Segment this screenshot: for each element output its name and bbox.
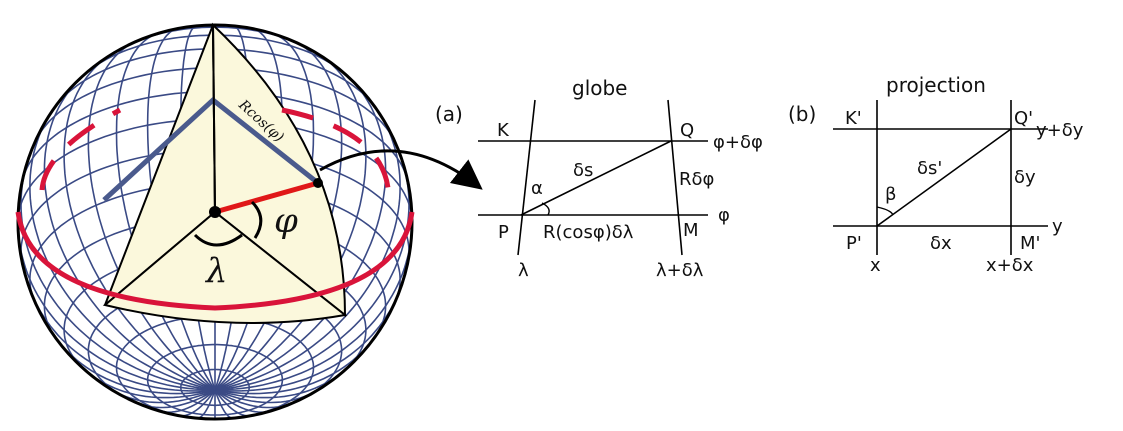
sector-bottom-face bbox=[102, 210, 348, 324]
meridian-gridline bbox=[214, 74, 387, 391]
label-x: x bbox=[870, 255, 881, 276]
sector-right-face bbox=[211, 22, 347, 318]
meridian-gridline bbox=[18, 216, 216, 391]
label-P: P bbox=[498, 222, 509, 243]
label-alpha: α bbox=[531, 178, 543, 199]
meridian-right bbox=[667, 99, 683, 256]
label-K-prime: K' bbox=[845, 108, 862, 129]
alpha-arc bbox=[541, 202, 550, 216]
meridian-left bbox=[517, 99, 536, 256]
label-dx: δx bbox=[930, 233, 952, 254]
meridian-gridline bbox=[214, 216, 412, 391]
panel-b-projection: (b) projection K' Q' y+δy δs' δy β y P' … bbox=[788, 73, 1084, 276]
label-lambda: λ bbox=[518, 260, 529, 281]
label-rdphi: Rδφ bbox=[679, 169, 714, 190]
label-ds: δs bbox=[573, 160, 593, 181]
center-point bbox=[209, 206, 221, 218]
connector-arrow bbox=[319, 149, 483, 190]
polar-axis bbox=[212, 24, 216, 213]
label-phi: φ bbox=[718, 205, 730, 226]
label-K: K bbox=[497, 120, 510, 141]
panel-a-globe: (a) globe K Q φ+δφ δs α Rδφ φ P R(cosφ)δ… bbox=[435, 76, 763, 281]
panel-a-tag: (a) bbox=[435, 102, 463, 126]
meridian-gridline bbox=[214, 54, 367, 391]
label-dy: δy bbox=[1014, 167, 1036, 188]
label-ds-prime: δs' bbox=[917, 158, 942, 179]
radius-line bbox=[214, 180, 319, 215]
meridian-gridline bbox=[63, 54, 216, 391]
panel-b-title: projection bbox=[886, 73, 986, 97]
meridian-gridline bbox=[214, 40, 343, 391]
diagonal-ds bbox=[520, 140, 672, 216]
label-x-right: x+δx bbox=[986, 255, 1034, 276]
label-M: M bbox=[683, 220, 699, 241]
surface-point bbox=[313, 178, 323, 188]
meridian-gridline bbox=[115, 32, 216, 391]
lambda-label: λ bbox=[204, 251, 228, 291]
label-bottom-side: R(cosφ)δλ bbox=[543, 222, 634, 243]
upper-parallel bbox=[39, 107, 391, 191]
meridian-gridline bbox=[43, 74, 216, 391]
panel-b-tag: (b) bbox=[788, 102, 816, 126]
meridian-gridline bbox=[214, 107, 401, 391]
meridian-gridline bbox=[20, 158, 216, 391]
globe: Rcos(φ) φ λ bbox=[15, 22, 415, 421]
panel-a-title: globe bbox=[572, 76, 628, 100]
label-phi-top: φ+δφ bbox=[713, 132, 763, 153]
meridian-gridline bbox=[29, 107, 216, 391]
lambda-arc bbox=[193, 233, 243, 247]
label-P-prime: P' bbox=[846, 233, 862, 254]
beta-arc bbox=[876, 206, 894, 216]
label-y-top: y+δy bbox=[1036, 120, 1084, 141]
phi-label: φ bbox=[274, 201, 298, 241]
phi-arc bbox=[250, 200, 263, 239]
meridian-gridline bbox=[87, 40, 216, 391]
label-y: y bbox=[1052, 216, 1063, 237]
label-lambda-right: λ+δλ bbox=[656, 260, 704, 281]
label-Q-prime: Q' bbox=[1014, 108, 1033, 129]
diagonal-ds-prime bbox=[876, 128, 1012, 227]
label-beta: β bbox=[885, 184, 897, 205]
label-Q: Q bbox=[680, 120, 694, 141]
label-M-prime: M' bbox=[1020, 233, 1040, 254]
equator bbox=[15, 211, 415, 311]
meridian-gridline bbox=[146, 27, 216, 391]
meridian-gridline bbox=[214, 158, 410, 391]
